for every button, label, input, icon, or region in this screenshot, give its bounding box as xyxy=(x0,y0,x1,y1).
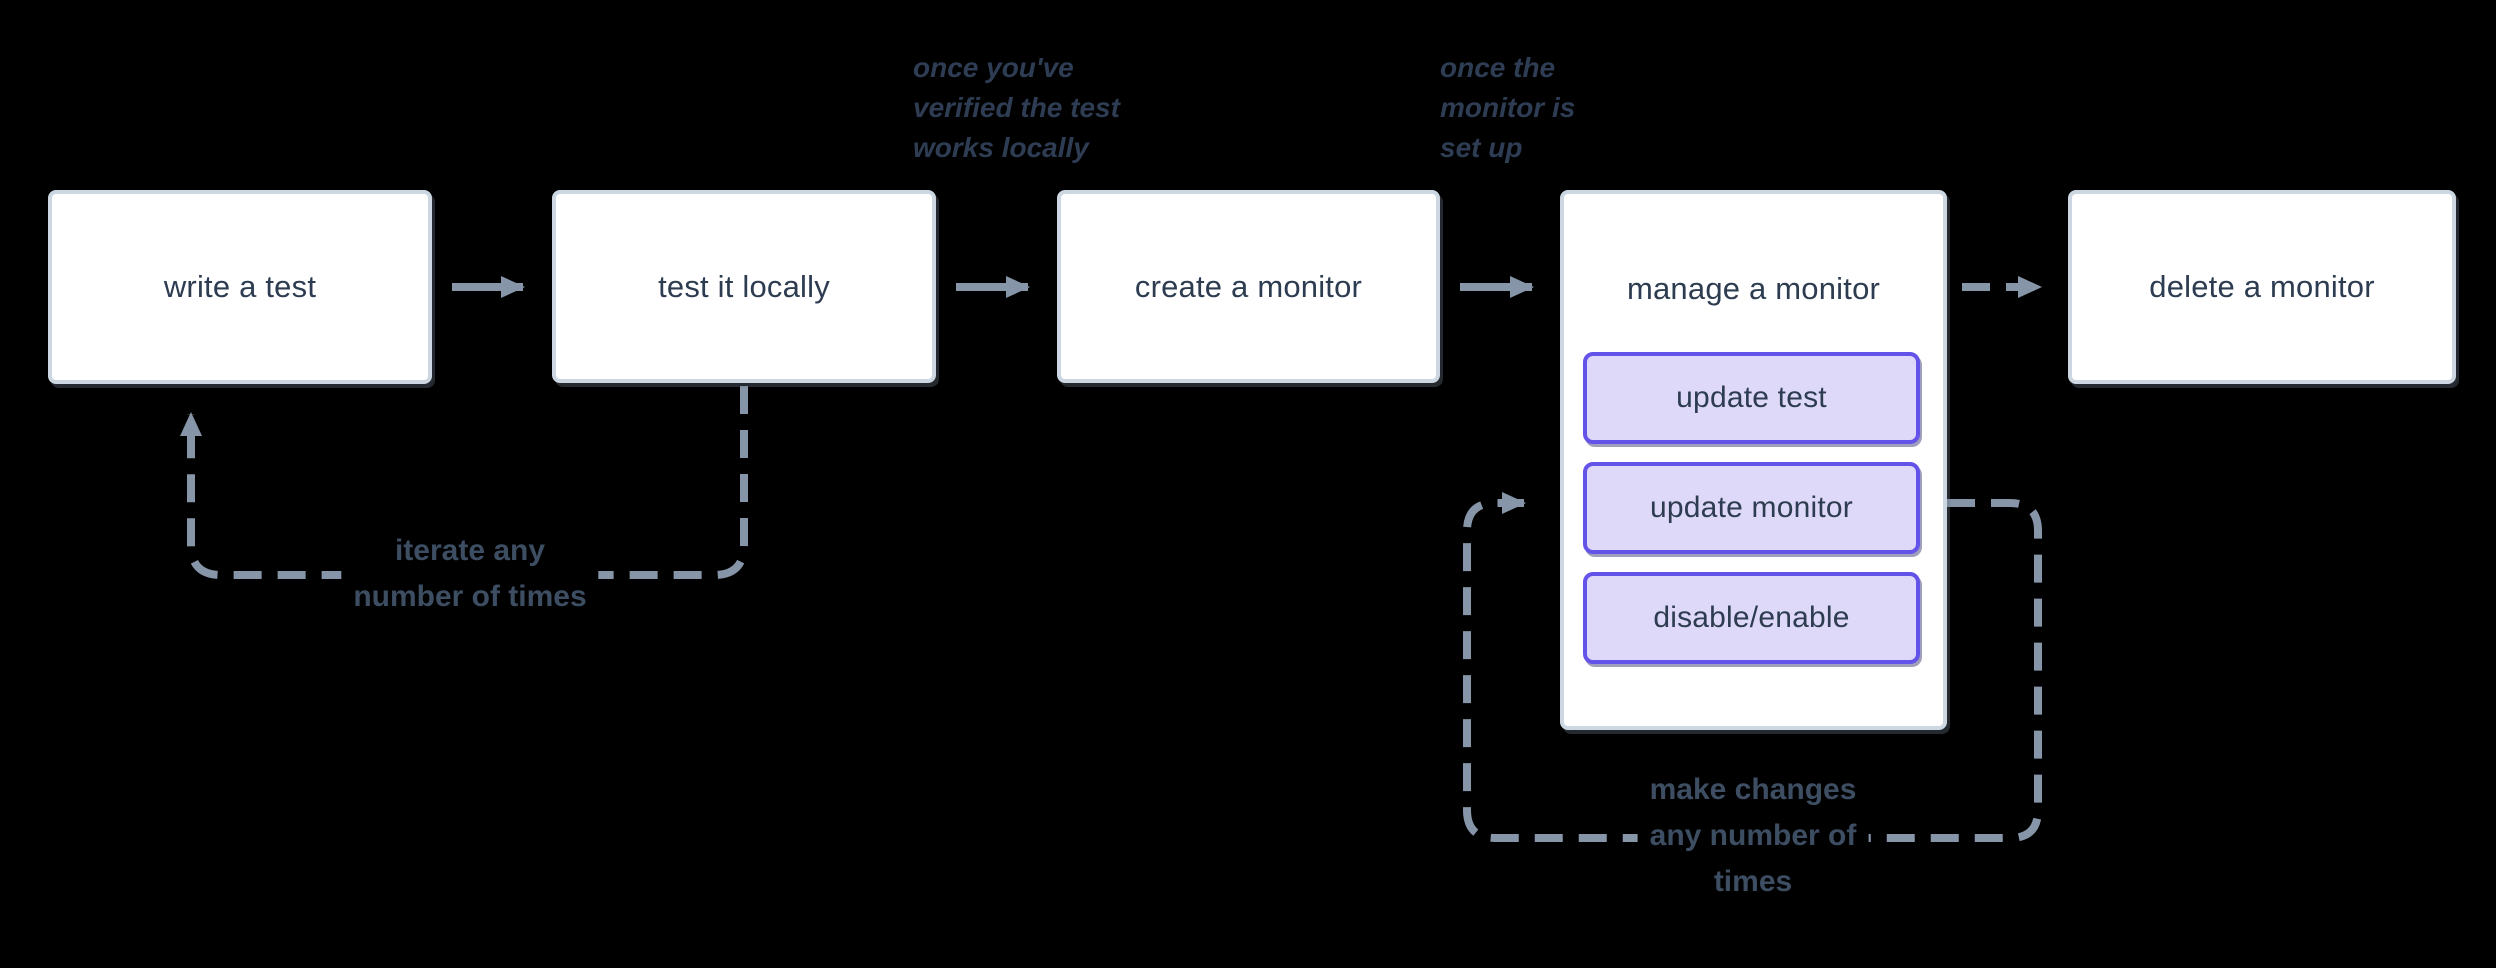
annotation-setup-line-1: once the xyxy=(1440,52,1556,83)
node-manage-a-monitor: manage a monitor update test update moni… xyxy=(1560,190,1947,730)
annotation-verified-line-2: verified the test xyxy=(913,92,1120,123)
update-monitor-button: update monitor xyxy=(1583,462,1920,554)
annotation-setup-line-3: set up xyxy=(1440,132,1523,163)
loop-label-make-changes: make changes any number of times xyxy=(1637,767,1869,905)
node-write-a-test-label: write a test xyxy=(163,269,317,304)
node-test-it-locally: test it locally xyxy=(552,190,936,383)
node-test-it-locally-label: test it locally xyxy=(658,268,830,304)
node-create-a-monitor: create a monitor xyxy=(1057,190,1440,383)
disable-enable-button-label: disable/enable xyxy=(1653,601,1850,634)
loop-label-make-changes-line-2: any number of xyxy=(1649,819,1857,852)
loop-label-make-changes-line-3: times xyxy=(1713,865,1793,898)
update-monitor-button-label: update monitor xyxy=(1650,491,1853,524)
node-delete-a-monitor-label: delete a monitor xyxy=(2149,269,2375,304)
annotation-verified-locally: once you've verified the test works loca… xyxy=(913,48,1120,168)
loop-label-make-changes-line-1: make changes xyxy=(1649,773,1857,806)
annotation-verified-line-3: works locally xyxy=(913,132,1089,163)
annotation-setup-line-2: monitor is xyxy=(1440,92,1576,123)
loop-label-iterate-line-1: iterate any xyxy=(394,534,546,567)
node-delete-a-monitor: delete a monitor xyxy=(2068,190,2456,384)
disable-enable-button: disable/enable xyxy=(1583,572,1920,664)
node-manage-a-monitor-label: manage a monitor xyxy=(1626,271,1881,306)
loop-label-iterate: iterate any number of times xyxy=(341,528,599,620)
annotation-verified-line-1: once you've xyxy=(913,52,1074,83)
loop-label-iterate-line-2: number of times xyxy=(353,580,587,613)
update-test-button: update test xyxy=(1583,352,1920,444)
node-write-a-test: write a test xyxy=(48,190,432,384)
annotation-monitor-set-up: once the monitor is set up xyxy=(1440,48,1575,168)
node-create-a-monitor-label: create a monitor xyxy=(1134,268,1363,304)
update-test-button-label: update test xyxy=(1676,381,1827,414)
node-manage-a-monitor-title: manage a monitor xyxy=(1564,194,1943,384)
